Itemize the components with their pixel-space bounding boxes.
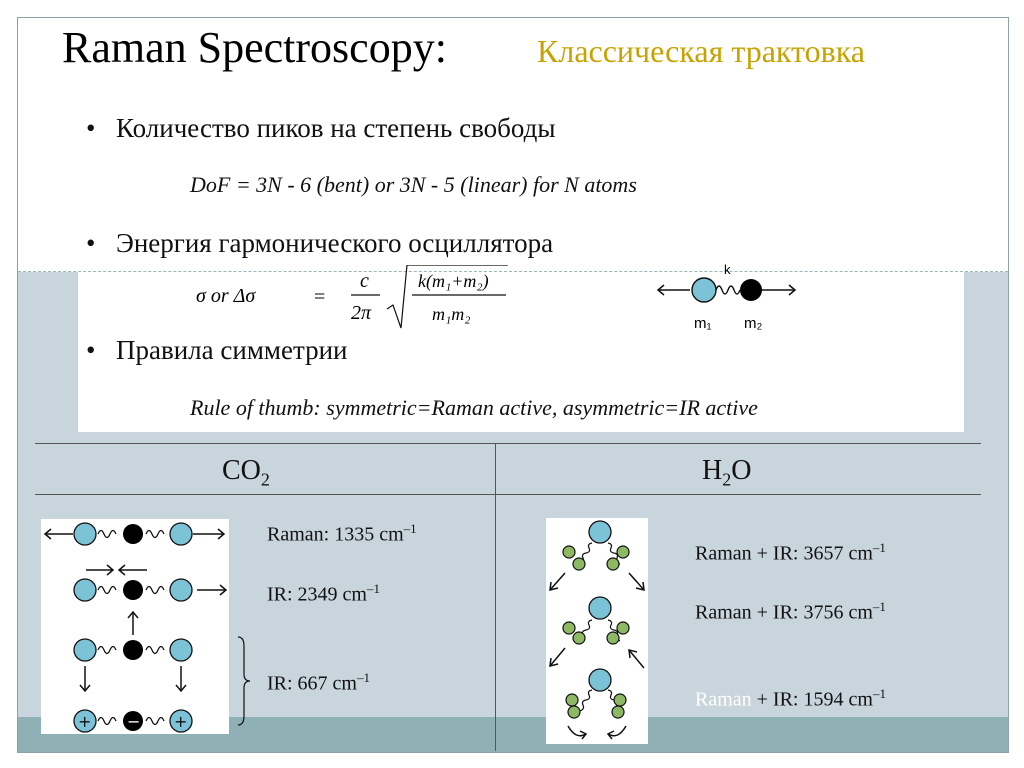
slide-title: Raman Spectroscopy:	[62, 23, 447, 72]
mass2-label: m₂	[744, 315, 762, 332]
dof-formula: DoF = 3N - 6 (bent) or 3N - 5 (linear) f…	[190, 172, 637, 197]
h2o-header-o: O	[731, 455, 752, 486]
equation-c: c	[360, 270, 369, 292]
h2o-band-bend-raman-faded: Raman	[695, 688, 752, 711]
h2o-modes-figure	[546, 518, 648, 744]
h2o-header-sub: 2	[722, 469, 732, 490]
spring-coil-icon	[715, 285, 741, 295]
table-top-rule	[35, 443, 981, 444]
co2-header-sub: 2	[260, 469, 270, 490]
table-header-rule	[35, 494, 981, 495]
diatomic-spring-icon: k m₁ m₂	[656, 262, 797, 332]
h2o-header: H2O	[702, 455, 751, 491]
co2-band-ir-bend-label: IR: 667 cm	[267, 672, 357, 695]
minus-sign-center: −	[127, 712, 140, 731]
oscillator-equation: σ or Δσ = c 2π k(m₁+m₂) m₁m₂	[196, 265, 508, 329]
co2-modes-figure: + − +	[41, 519, 229, 734]
plus-sign-left: +	[78, 712, 91, 731]
co2-bending-mode	[73, 610, 193, 693]
bullet-dof-text: Количество пиков на степень свободы	[116, 113, 556, 143]
co2-band-raman: Raman: 1335 cm–1	[267, 521, 417, 547]
h2o-band-asym-stretch: Raman + IR: 3756 cm–1	[695, 599, 886, 625]
co2-band-ir-asym-exp: –1	[367, 581, 380, 596]
header-background	[18, 18, 1008, 272]
co2-band-raman-label: Raman: 1335 cm	[267, 523, 404, 546]
co2-header-main: CO	[222, 455, 261, 486]
equation-equals: =	[314, 286, 325, 308]
co2-band-ir-bend-exp: –1	[357, 670, 370, 685]
plus-sign-right: +	[174, 712, 187, 731]
co2-band-ir-asym: IR: 2349 cm–1	[267, 581, 380, 607]
bullet-dof: •Количество пиков на степень свободы	[86, 113, 556, 143]
bullet-oscillator: •Энергия гармонического осциллятора	[86, 228, 554, 258]
equation-denominator: m₁m₂	[432, 304, 471, 324]
co2-band-ir-asym-label: IR: 2349 cm	[267, 583, 367, 606]
slide-frame	[17, 17, 1009, 753]
right-brace-icon	[237, 636, 251, 726]
mass2-atom-icon	[740, 279, 762, 301]
slide-subtitle: Классическая трактовка	[537, 33, 865, 69]
mass1-atom-icon	[691, 277, 717, 303]
h2o-band-asym-label: Raman + IR: 3756 cm	[695, 601, 873, 624]
h2o-symmetric-stretch	[549, 520, 645, 591]
co2-band-ir-bend: IR: 667 cm–1	[267, 670, 370, 696]
equation-numerator: k(m₁+m₂)	[418, 271, 489, 292]
content-background	[78, 272, 964, 432]
equation-two-pi: 2π	[351, 302, 372, 324]
h2o-header-h: H	[702, 455, 723, 486]
co2-bending-out-of-plane: + − +	[73, 709, 193, 733]
equation-lhs: σ or Δσ	[196, 285, 256, 307]
bullet-symmetry: •Правила симметрии	[86, 335, 348, 365]
h2o-band-asym-exp: –1	[872, 599, 886, 614]
spring-k-label: k	[724, 262, 731, 277]
bullet-symmetry-text: Правила симметрии	[116, 335, 348, 365]
h2o-bending	[565, 668, 627, 740]
co2-asymmetric-stretch	[73, 564, 228, 602]
h2o-band-sym-exp: –1	[872, 540, 886, 555]
co2-header: CO2	[222, 455, 270, 491]
mass1-label: m₁	[694, 315, 712, 332]
h2o-band-bend: Raman + IR: 1594 cm–1	[695, 686, 886, 712]
symmetry-rule: Rule of thumb: symmetric=Raman active, a…	[190, 395, 758, 420]
divider-dashed	[18, 271, 1008, 272]
h2o-band-bend-exp: –1	[872, 686, 886, 701]
h2o-asymmetric-stretch	[549, 596, 645, 669]
table-column-divider	[495, 443, 496, 751]
h2o-band-bend-label: + IR: 1594 cm	[751, 688, 873, 711]
co2-symmetric-stretch	[43, 522, 226, 546]
h2o-band-sym-label: Raman + IR: 3657 cm	[695, 542, 873, 565]
bullet-oscillator-text: Энергия гармонического осциллятора	[116, 228, 554, 258]
sqrt-sign	[386, 265, 508, 329]
co2-band-raman-exp: –1	[403, 521, 417, 536]
h2o-band-sym-stretch: Raman + IR: 3657 cm–1	[695, 540, 886, 566]
